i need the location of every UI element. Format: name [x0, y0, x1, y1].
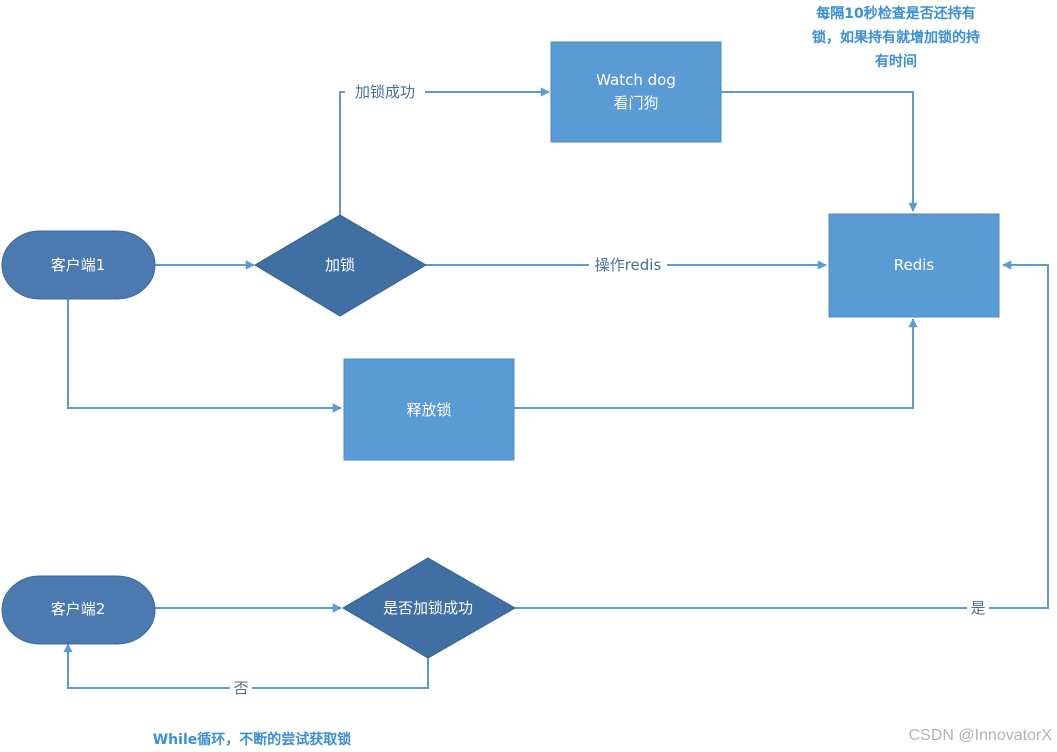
edge-client1-to-release — [67, 298, 342, 413]
edge-lock-to-watchdog — [339, 87, 550, 215]
edge-label-bg-yes — [967, 598, 989, 618]
edge-watchdog-to-redis — [721, 91, 918, 212]
watchdog-label-line2: 看门狗 — [613, 94, 658, 112]
release-lock-node — [343, 358, 515, 461]
edge-check-to-redis-yes — [515, 260, 1049, 609]
retry-note: While循环，不断的尝试获取锁 — [153, 731, 352, 748]
redis-label: Redis — [894, 256, 935, 274]
edge-label-bg-lock-success — [345, 82, 425, 102]
lock-success-decision-node — [342, 557, 517, 659]
lock-success-check-label: 是否加锁成功 — [383, 599, 473, 617]
client1-node — [1, 230, 156, 300]
release-lock-label: 释放锁 — [406, 401, 451, 419]
edge-label-no: 否 — [233, 679, 248, 697]
edge-label-lock-success: 加锁成功 — [355, 83, 415, 101]
client1-label: 客户端1 — [51, 256, 106, 274]
redis-node — [828, 213, 1000, 318]
edge-label-bg-no — [230, 678, 252, 698]
watchdog-label-line1: Watch dog — [596, 71, 676, 89]
watchdog-note-line2: 锁，如果持有就增加锁的持 — [812, 29, 980, 46]
watermark: CSDN @InnovatorX — [909, 727, 1053, 744]
watchdog-note-line1: 每隔10秒检查是否还持有 — [816, 5, 975, 22]
watchdog-note-line3: 有时间 — [875, 53, 917, 70]
watchdog-node — [550, 41, 722, 143]
edge-label-yes: 是 — [970, 599, 985, 617]
client2-node — [1, 575, 156, 645]
edge-label-operate-redis: 操作redis — [595, 256, 662, 274]
edge-release-to-redis — [514, 318, 918, 409]
lock-label: 加锁 — [325, 256, 355, 274]
client2-label: 客户端2 — [51, 600, 106, 618]
edge-label-bg-operate-redis — [589, 255, 667, 275]
lock-decision-node — [254, 214, 427, 317]
